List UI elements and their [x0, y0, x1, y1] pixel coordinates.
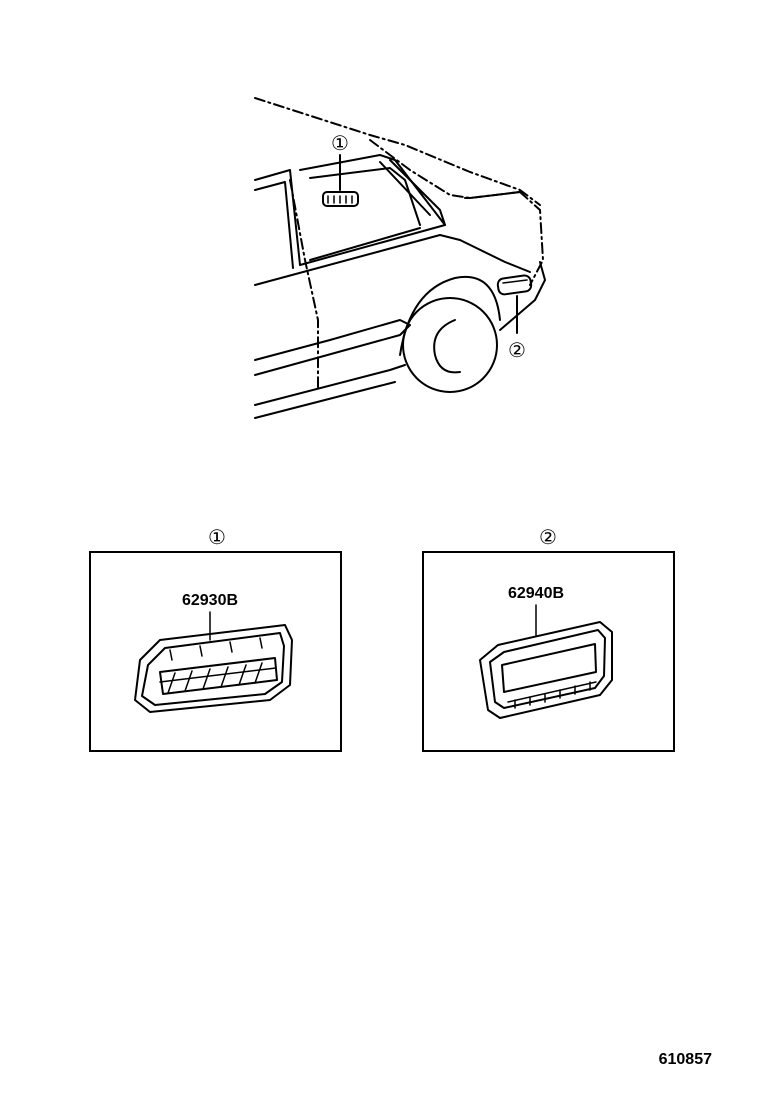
callout-2-car: ② — [508, 338, 526, 362]
panel-1-callout: ① — [208, 525, 226, 549]
part-number-62930B: 62930B — [182, 592, 238, 609]
diagram-id: 610857 — [659, 1051, 712, 1068]
vent-location-1 — [322, 191, 359, 207]
panel-2-callout: ② — [539, 525, 557, 549]
callout-1-car: ① — [331, 131, 349, 155]
part-number-62940B: 62940B — [508, 585, 564, 602]
vent-location-2 — [496, 274, 533, 296]
car-rear-quarter-illustration — [254, 97, 546, 419]
vent-part-62940B — [479, 621, 613, 719]
vent-part-62930B — [134, 624, 293, 713]
panel-1-frame — [89, 551, 342, 752]
panel-2-frame — [422, 551, 675, 752]
